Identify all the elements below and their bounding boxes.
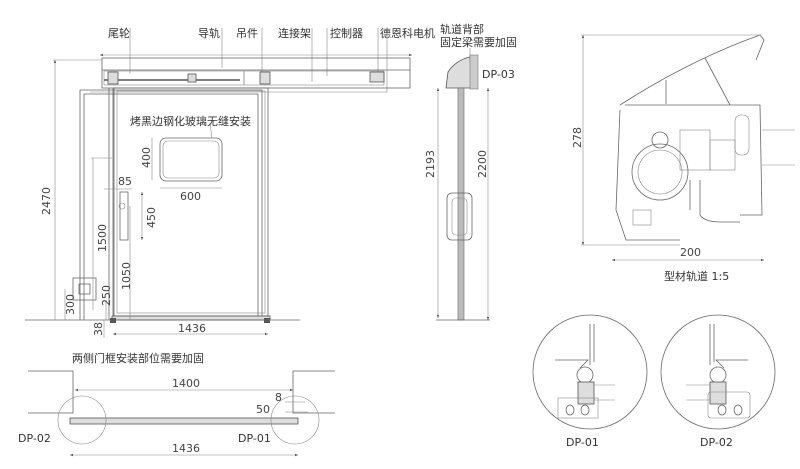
door-frame [79, 88, 263, 320]
dim-window-height: 400 [140, 147, 153, 168]
door-handle [119, 191, 129, 241]
side-view: DP-03 2193 2200 [424, 54, 515, 321]
dim-switch-height: 1500 [96, 224, 109, 252]
side-detail-label: DP-03 [482, 68, 515, 81]
detail-dp02: DP-02 [660, 314, 776, 449]
vision-window [159, 137, 223, 182]
glass-note: 烤黑边钢化玻璃无缝安装 [130, 114, 251, 128]
label-hanger: 吊件 [236, 27, 258, 40]
profile-caption: 型材轨道 1:5 [664, 269, 729, 283]
dim-total-height: 2470 [40, 187, 53, 215]
dp01-label: DP-01 [566, 436, 599, 449]
dim-2200: 2200 [476, 150, 489, 178]
header-rail [100, 53, 412, 89]
label-tail-wheel: 尾轮 [108, 26, 130, 40]
profile-track-view: 278 200 型材轨道 1:5 [571, 34, 795, 283]
dim-handle-offset: 85 [118, 175, 132, 188]
dim-handle-length: 450 [145, 207, 158, 228]
dim-50: 50 [256, 403, 270, 416]
beam-note-line1: 轨道背部 [440, 22, 484, 36]
dim-box-offset: 250 [100, 285, 113, 306]
dim-handle-height: 1050 [120, 262, 133, 290]
dim-floor-gap: 38 [92, 322, 105, 336]
door-leaf: 烤黑边钢化玻璃无缝安装 [110, 87, 271, 323]
plan-note: 两侧门框安装部位需要加固 [72, 351, 204, 365]
dim-1400: 1400 [172, 377, 200, 390]
component-labels: 尾轮 导轨 吊件 连接架 控制器 德恩科电机 轨道背部 固定梁需要加固 [90, 22, 517, 93]
dim-window-width: 600 [180, 190, 201, 203]
dim-door-width: 1436 [178, 322, 206, 335]
dp02-label: DP-02 [700, 436, 733, 449]
right-wall [292, 370, 335, 414]
label-guide-rail: 导轨 [198, 26, 220, 40]
detail-dp01: DP-01 [532, 314, 648, 449]
beam-note-line2: 固定梁需要加固 [440, 35, 517, 49]
label-connector: 连接架 [278, 27, 311, 40]
dim-2193: 2193 [424, 150, 437, 178]
side-handle [446, 192, 473, 241]
label-controller: 控制器 [330, 26, 363, 40]
plan-detail-dp01: DP-01 [238, 432, 271, 445]
door-section [457, 87, 465, 321]
wall-switch-box [72, 277, 97, 301]
dim-box-height: 300 [64, 294, 77, 315]
front-dimensions: 2470 1500 1050 450 85 400 600 300 250 38… [40, 59, 268, 338]
dim-8: 8 [275, 391, 282, 404]
plan-view: 两侧门框安装部位需要加固 1400 8 50 DP-02 DP-01 1436 [18, 351, 335, 457]
plan-detail-dp02: DP-02 [18, 432, 51, 445]
dim-200: 200 [680, 246, 701, 259]
left-wall [28, 370, 74, 414]
door-plan [69, 417, 299, 425]
front-view: 尾轮 导轨 吊件 连接架 控制器 德恩科电机 轨道背部 固定梁需要加固 [25, 22, 517, 338]
dim-278: 278 [571, 127, 584, 148]
dim-1436-plan: 1436 [172, 442, 200, 455]
label-motor: 德恩科电机 [380, 26, 435, 40]
